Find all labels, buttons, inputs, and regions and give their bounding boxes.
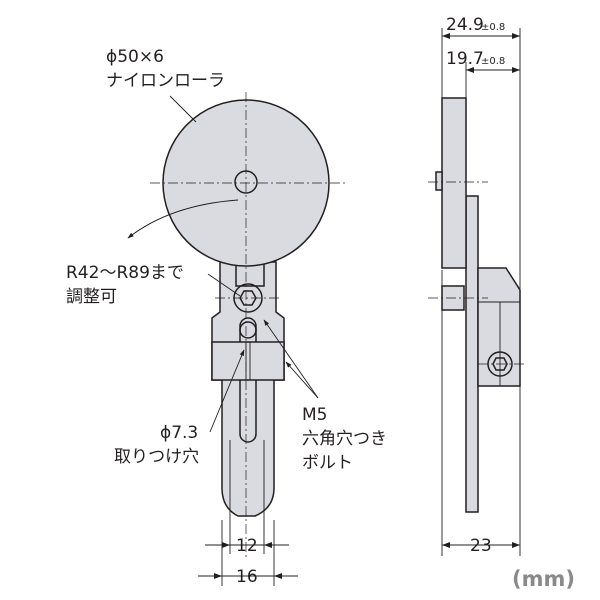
radius-arc — [127, 199, 239, 239]
side-bracket — [477, 267, 521, 387]
roller-depth-value: 19.7 — [446, 49, 484, 69]
clamp-block — [211, 341, 285, 381]
bolt-line2-label: ボルト — [302, 453, 353, 473]
front-view — [127, 92, 345, 586]
unit-label: (mm) — [512, 567, 575, 591]
side-roller — [441, 97, 467, 269]
bolt-line1-label: 六角穴つき — [302, 429, 387, 449]
hole-leader — [209, 349, 245, 433]
side-view — [428, 28, 525, 556]
slot-width-value: 12 — [236, 536, 258, 556]
roller-dia-label: ϕ50×6 — [106, 47, 164, 67]
hole-name-label: 取りつけ穴 — [114, 447, 199, 467]
side-base-plate — [465, 195, 479, 513]
overall-depth-tol: ±0.8 — [481, 22, 505, 33]
radius-range-label: R42～R89まで — [66, 263, 184, 283]
mounting-hole — [239, 321, 257, 339]
arm-width-value: 16 — [236, 567, 258, 587]
base-width-value: 23 — [470, 536, 492, 556]
bolt-leader-b — [285, 361, 319, 399]
side-axle-bolt — [435, 171, 443, 191]
radius-leader — [207, 273, 241, 297]
adjustable-label: 調整可 — [66, 287, 117, 307]
roller-leader — [169, 95, 197, 123]
hole-dia-label: ϕ7.3 — [160, 423, 198, 443]
bolt-size-label: M5 — [302, 405, 327, 425]
bolt-leader-a — [263, 319, 319, 399]
lever-arm — [211, 261, 285, 517]
roller-name-label: ナイロンローラ — [106, 71, 225, 91]
overall-depth-value: 24.9 — [446, 15, 484, 35]
roller-depth-tol: ±0.8 — [481, 56, 505, 67]
